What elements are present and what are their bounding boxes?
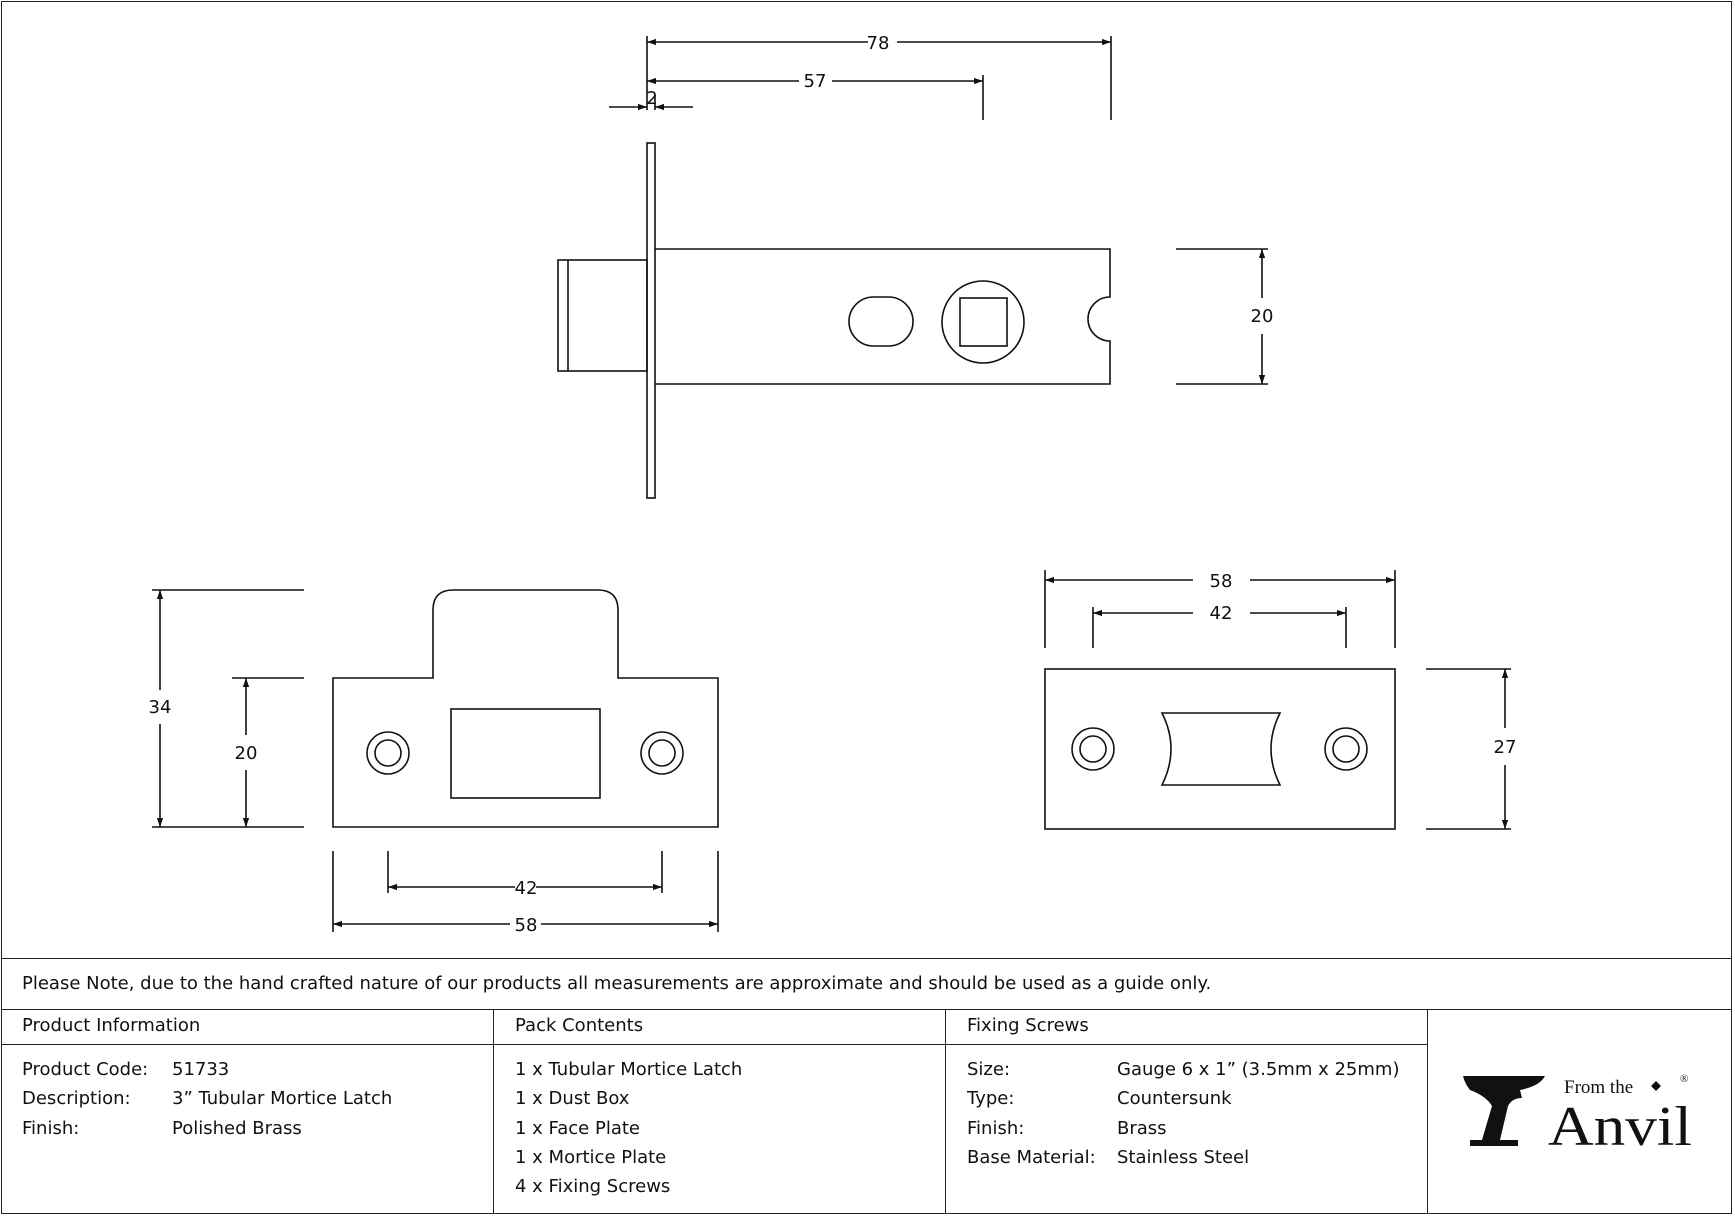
follower-square [959,297,1008,347]
mortice-plate-view [1044,668,1396,830]
fixing-screws-heading: Fixing Screws [967,1015,1089,1036]
dim-mortice-width: 58 [1210,571,1233,592]
face-plate-view [332,589,719,828]
list-item: 4 x Fixing Screws [515,1176,671,1198]
registered-mark: ® [1680,1073,1688,1085]
fixing-screws-values: Gauge 6 x 1” (3.5mm x 25mm) Countersunk … [1117,1055,1399,1172]
pack-contents-list: 1 x Tubular Mortice Latch 1 x Dust Box 1… [515,1055,742,1201]
pack-contents-heading: Pack Contents [515,1015,644,1036]
face-plate-dimensions [152,589,719,932]
table-top-border [1,958,1732,959]
finish-value: Polished Brass [172,1117,302,1139]
dim-backset: 57 [804,71,827,92]
dim-face-plate-height: 20 [235,743,258,764]
measurement-note: Please Note, due to the hand crafted nat… [22,973,1212,994]
latch-dimensions [609,36,1268,385]
screw-material-value: Stainless Steel [1117,1146,1250,1168]
dim-plate-thickness: 2 [646,88,657,109]
product-info-values: 51733 3” Tubular Mortice Latch Polished … [172,1055,392,1143]
product-code-value: 51733 [172,1059,230,1080]
anvil-icon [1463,1076,1545,1146]
screw-finish-label: Finish: [967,1117,1025,1139]
follower-hub [941,280,1025,364]
dim-body-height: 20 [1251,306,1274,327]
dim-mortice-screw-centres: 42 [1210,603,1233,624]
note-divider [1,1009,1732,1010]
dim-overall-length: 78 [867,33,890,54]
column-divider-3 [1427,1009,1428,1214]
technical-drawing: 78 57 2 20 34 20 42 58 58 42 27 [149,33,1517,936]
mortice-plate-dimensions [1044,570,1511,830]
latch-side-view [557,142,1111,499]
product-code-label: Product Code: [22,1059,149,1080]
column-divider-2 [945,1009,946,1214]
description-label: Description: [22,1088,131,1110]
product-info-labels: Product Code: Description: Finish: [22,1055,148,1143]
dim-mortice-height: 27 [1494,737,1517,758]
list-item: 1 x Dust Box [515,1088,630,1110]
screw-size-label: Size: [967,1059,1011,1080]
product-info-heading: Product Information [22,1015,201,1036]
dim-face-height: 34 [149,697,172,718]
finish-label: Finish: [22,1117,80,1139]
list-item: 1 x Face Plate [515,1117,640,1139]
description-value: 3” Tubular Mortice Latch [172,1088,393,1110]
logo-top-text: From the [1564,1077,1633,1098]
dim-face-width: 58 [515,915,538,936]
fixing-screws-labels: Size: Type: Finish: Base Material: [967,1055,1096,1172]
screw-type-label: Type: [967,1088,1015,1110]
list-item: 1 x Tubular Mortice Latch [515,1059,743,1080]
screw-material-label: Base Material: [967,1146,1096,1168]
diamond-icon [1651,1081,1661,1091]
from-the-anvil-logo: From the ® Anvil [1463,1073,1692,1150]
column-divider-1 [493,1009,494,1214]
screw-finish-value: Brass [1117,1117,1167,1139]
heading-divider [1,1044,1427,1045]
screw-size-value: Gauge 6 x 1” (3.5mm x 25mm) [1117,1059,1400,1080]
logo-main-text: Anvil [1548,1096,1692,1150]
latch-slot [848,296,914,347]
screw-type-value: Countersunk [1117,1088,1232,1110]
list-item: 1 x Mortice Plate [515,1146,667,1168]
dim-face-screw-centres: 42 [515,878,538,899]
